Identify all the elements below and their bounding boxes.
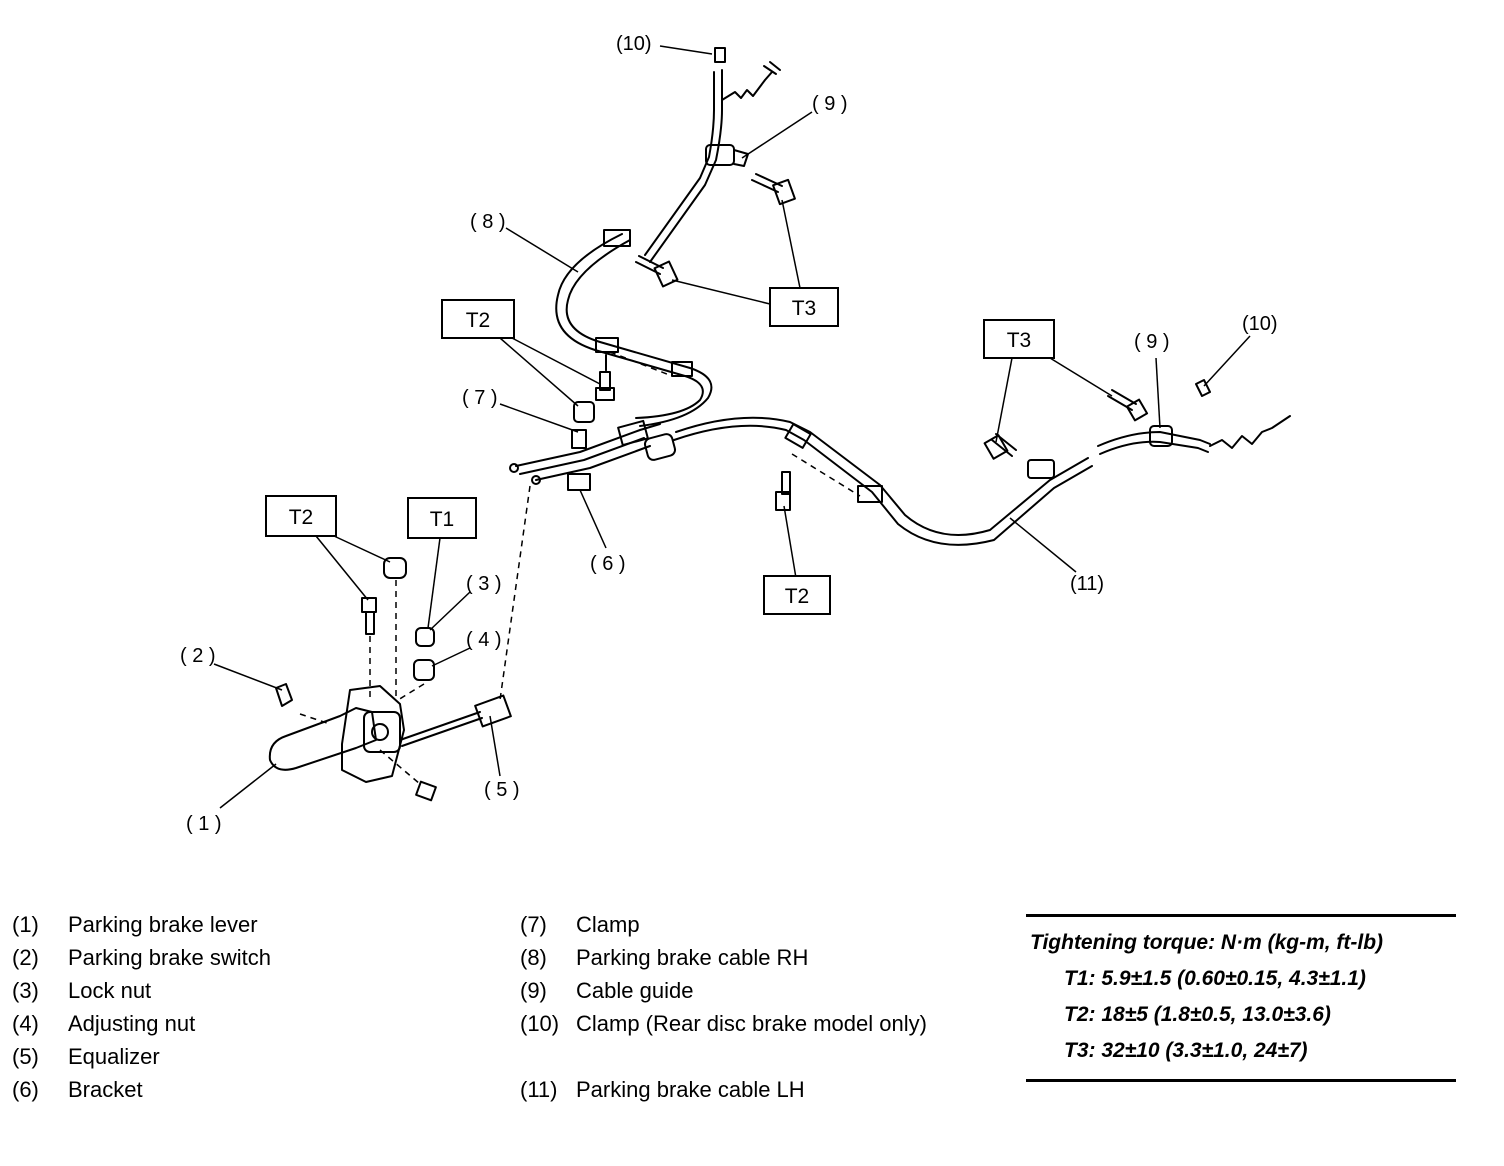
torque-box-t1-label: T1 [430, 508, 455, 531]
legend-item-label: Parking brake switch [68, 945, 271, 970]
t3-bolts-right [983, 389, 1149, 460]
legend-item-label: Cable guide [576, 978, 694, 1003]
legend-right-column: (7) Clamp (8) Parking brake cable RH (9)… [520, 908, 960, 1106]
t2-bolt-lower [775, 471, 791, 511]
legend-item-number: (4) [12, 1011, 39, 1036]
legend-item-label: Parking brake cable LH [576, 1077, 805, 1102]
torque-table-bottom-rule [1026, 1079, 1456, 1082]
t3-bolts-upper [635, 173, 796, 288]
legend-item: (10) Clamp (Rear disc brake model only) [520, 1007, 960, 1073]
callout-9-top: ( 9 ) [812, 93, 848, 115]
legend-item: (5) Equalizer [12, 1040, 452, 1073]
callout-7: ( 7 ) [462, 387, 498, 409]
callout-6: ( 6 ) [590, 553, 626, 575]
torque-box-t2-lower: T2 [763, 575, 831, 615]
callout-11: (11) [1070, 573, 1104, 595]
legend-item-number: (11) [520, 1077, 558, 1102]
legend-item-label: Bracket [68, 1077, 143, 1102]
legend-item-label: Parking brake lever [68, 912, 258, 937]
torque-box-t1: T1 [407, 497, 477, 539]
torque-box-t2-upper: T2 [441, 299, 515, 339]
legend-item-number: (7) [520, 912, 547, 937]
legend-item-number: (5) [12, 1044, 39, 1069]
torque-box-t3-right: T3 [983, 319, 1055, 359]
legend-item: (8) Parking brake cable RH [520, 941, 960, 974]
callout-3: ( 3 ) [466, 573, 502, 595]
legend-item: (9) Cable guide [520, 974, 960, 1007]
callout-2: ( 2 ) [180, 645, 216, 667]
legend-item-number: (10) [520, 1011, 560, 1036]
legend-item-number: (9) [520, 978, 547, 1003]
leader-lines [213, 45, 1251, 809]
legend-item-number: (6) [12, 1077, 39, 1102]
legend-item: (3) Lock nut [12, 974, 452, 1007]
torque-table-top-rule [1026, 914, 1456, 917]
callout-10-top: (10) [616, 33, 652, 55]
legend-item-number: (2) [12, 945, 39, 970]
legend-item: (2) Parking brake switch [12, 941, 452, 974]
t2-bolt-upper [573, 354, 615, 423]
clamp-and-bracket [509, 419, 677, 491]
callout-9-right: ( 9 ) [1134, 331, 1170, 353]
torque-box-t3-right-label: T3 [1007, 329, 1032, 352]
callout-10-right: (10) [1242, 313, 1278, 335]
legend-item: (1) Parking brake lever [12, 908, 452, 941]
lever-fasteners [361, 557, 435, 681]
lh-cable [673, 379, 1291, 546]
legend-item-number: (3) [12, 978, 39, 1003]
parking-brake-lever-assembly [268, 683, 512, 802]
legend-item: (11) Parking brake cable LH [520, 1073, 960, 1106]
parking-brake-exploded-diagram: T2 T3 T3 T2 T1 T2 (10) ( 9 ) ( 8 ) ( 9 )… [180, 33, 1291, 835]
legend-item-label: Clamp (Rear disc brake model only) [576, 1011, 927, 1036]
legend-item-label: Clamp [576, 912, 640, 937]
torque-box-t2-left-label: T2 [289, 506, 314, 529]
callout-8: ( 8 ) [470, 211, 506, 233]
rh-cable [555, 47, 781, 427]
legend-item-label: Equalizer [68, 1044, 160, 1069]
torque-box-t2-left: T2 [265, 495, 337, 537]
torque-box-t2-upper-label: T2 [466, 309, 491, 332]
torque-table-title: Tightening torque: N·m (kg-m, ft-lb) [1030, 931, 1384, 954]
torque-box-t3-upper-label: T3 [792, 297, 817, 320]
legend-item-number: (8) [520, 945, 547, 970]
legend-item-label: Parking brake cable RH [576, 945, 809, 970]
legend-item-label: Lock nut [68, 978, 152, 1003]
legend-item-label: Adjusting nut [68, 1011, 196, 1036]
torque-spec-t1: T1: 5.9±1.5 (0.60±0.15, 4.3±1.1) [1064, 967, 1366, 990]
torque-spec-t3: T3: 32±10 (3.3±1.0, 24±7) [1064, 1039, 1308, 1062]
torque-box-t2-lower-label: T2 [785, 585, 810, 608]
assembly-guide-lines [299, 351, 861, 785]
callout-5: ( 5 ) [484, 779, 520, 801]
callout-4: ( 4 ) [466, 629, 502, 651]
legend-item: (4) Adjusting nut [12, 1007, 452, 1040]
legend-item: (6) Bracket [12, 1073, 452, 1106]
torque-box-t3-upper: T3 [769, 287, 839, 327]
torque-spec-t2: T2: 18±5 (1.8±0.5, 13.0±3.6) [1064, 1003, 1331, 1026]
tightening-torque-table: Tightening torque: N·m (kg-m, ft-lb) T1:… [1026, 914, 1456, 1082]
legend-item: (7) Clamp [520, 908, 960, 941]
callout-1: ( 1 ) [186, 813, 222, 835]
legend-item-number: (1) [12, 912, 39, 937]
legend-left-column: (1) Parking brake lever (2) Parking brak… [12, 908, 452, 1106]
